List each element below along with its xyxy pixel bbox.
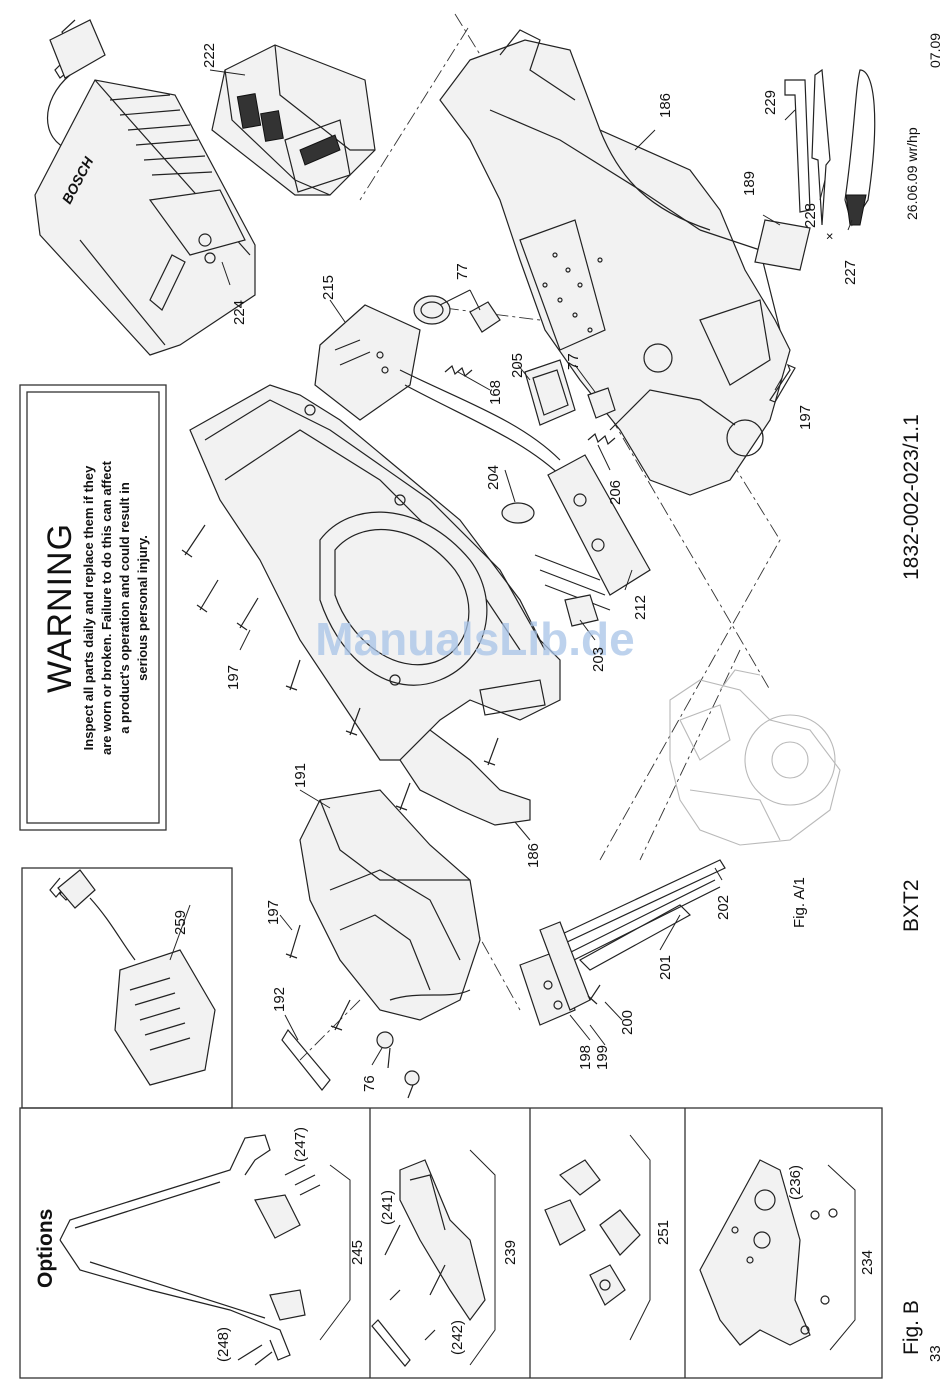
- callout-198: 198: [577, 1045, 594, 1070]
- charger-drawing: [34, 19, 256, 356]
- page-number: 33: [927, 1345, 944, 1362]
- callout-203: 203: [590, 647, 607, 672]
- option-251-drawing: [544, 1159, 641, 1306]
- callout-247: (247): [292, 1127, 309, 1162]
- callout-229: 229: [762, 90, 779, 115]
- option-239-drawing: [371, 1159, 486, 1367]
- main-frame-drawing: [189, 384, 561, 826]
- leader-251: [629, 1134, 651, 1341]
- callout-228: 228: [802, 203, 819, 228]
- warning-line-1: Inspect all parts daily and replace them…: [81, 465, 96, 750]
- upper-housing-drawing: [439, 29, 791, 496]
- callout-222: 222: [201, 43, 218, 68]
- battery-drawing: [211, 44, 376, 196]
- callout-202: 202: [715, 895, 732, 920]
- callout-76: 76: [361, 1075, 378, 1092]
- callout-197-housing: 197: [265, 900, 282, 925]
- tools-drawing: [754, 68, 876, 271]
- warning-title: WARNING: [41, 523, 79, 693]
- warning-box-outer: [19, 384, 167, 831]
- option-234-drawing: [699, 1159, 838, 1346]
- callout-77-lower: 77: [565, 353, 582, 370]
- leader-234: [827, 1164, 856, 1351]
- callout-197-right: 197: [797, 405, 814, 430]
- revision-code: 07.09: [927, 33, 943, 68]
- callout-204: 204: [485, 465, 502, 490]
- callout-248: (248): [215, 1327, 232, 1362]
- callout-191: 191: [292, 763, 309, 788]
- figure-label: Fig. B: [900, 1300, 923, 1355]
- callout-leaders: [169, 69, 853, 1066]
- callout-212: 212: [632, 595, 649, 620]
- callout-236: (236): [787, 1165, 804, 1200]
- options-section-frames: [19, 1107, 883, 1379]
- warning-notice: WARNING Inspect all parts daily and repl…: [41, 460, 150, 755]
- callout-241: (241): [379, 1190, 396, 1225]
- electronics-drawing: [314, 295, 651, 627]
- cable-board-drawing: [519, 859, 726, 1026]
- callout-186-lower: 186: [525, 843, 542, 868]
- reference-saw-ghost: [669, 669, 841, 846]
- callout-200: 200: [619, 1010, 636, 1035]
- battery-pack-frame: [21, 867, 233, 1109]
- drawing-number: 1832-002-023/1.1: [900, 414, 923, 580]
- callout-234: 234: [859, 1250, 876, 1275]
- callout-77-upper: 77: [454, 263, 471, 280]
- gear-housing-drawing: [281, 789, 481, 1099]
- callout-224: 224: [231, 300, 248, 325]
- callout-197-left: 197: [225, 665, 242, 690]
- date-author: 26.06.09 wr/hp: [904, 127, 920, 220]
- callout-259: 259: [172, 910, 189, 935]
- callout-199: 199: [594, 1045, 611, 1070]
- callout-239: 239: [502, 1240, 519, 1265]
- callout-201: 201: [657, 955, 674, 980]
- callout-242: (242): [449, 1320, 466, 1355]
- callout-186-upper: 186: [657, 93, 674, 118]
- screws-197-drawing: [181, 363, 796, 1031]
- callout-227: 227: [842, 260, 859, 285]
- leader-239: [469, 1149, 496, 1366]
- callout-189: 189: [741, 171, 758, 196]
- callout-192: 192: [271, 987, 288, 1012]
- callout-251: 251: [655, 1220, 672, 1245]
- callout-205: 205: [509, 353, 526, 378]
- warning-line-4: serious personal injury.: [135, 535, 150, 681]
- reference-figure-label: Fig. A/1: [791, 877, 808, 928]
- watermark: ManualsLib.de: [315, 613, 634, 665]
- leader-245: [319, 1164, 351, 1341]
- callout-168: 168: [487, 380, 504, 405]
- warning-box-inner: [26, 391, 160, 824]
- multiply-symbol: ×: [822, 232, 837, 240]
- battery-pack-259-drawing: [49, 869, 216, 1086]
- options-title: Options: [34, 1209, 57, 1288]
- callout-245: 245: [349, 1240, 366, 1265]
- callout-206: 206: [607, 480, 624, 505]
- callout-215: 215: [320, 275, 337, 300]
- model-name: BXT2: [900, 879, 923, 932]
- option-245-drawing: [59, 1134, 321, 1366]
- part-callouts: 222 224 215 186 189 229 228 227 77 77 16…: [172, 43, 876, 1362]
- warning-line-2: are worn or broken. Failure to do this c…: [99, 460, 114, 755]
- warning-line-3: a product's operation and could result i…: [117, 482, 132, 734]
